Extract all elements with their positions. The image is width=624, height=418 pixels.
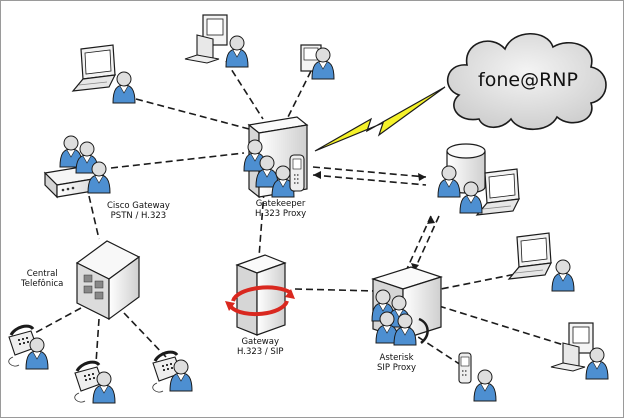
- gatekeeper-label-line1: Gatekeeper: [255, 199, 306, 209]
- person-icon: [225, 35, 249, 68]
- person-icon: [473, 369, 497, 402]
- sip-server-user-group: [437, 143, 520, 216]
- gateway-sip-node: [225, 254, 295, 336]
- mobile-phone-icon: [289, 154, 305, 192]
- person-icon: [551, 259, 575, 292]
- cloud-icon: fone@RNP: [446, 33, 607, 130]
- gateway-sip-label-line1: Gateway: [241, 337, 280, 347]
- phone-user-left: [7, 324, 49, 370]
- gatekeeper-node: [243, 116, 309, 199]
- handset-icon: [418, 317, 429, 344]
- gateway-icon: [235, 254, 287, 336]
- central-label-line2: Telefônica: [21, 279, 64, 289]
- asterisk-node: [371, 266, 443, 346]
- desktop-computer-icon: [184, 14, 228, 64]
- cisco-gateway-label: Cisco Gateway PSTN / H.323: [107, 201, 170, 221]
- central-label-line1: Central: [26, 269, 58, 279]
- laptop-user-top-left: [72, 44, 136, 104]
- central-label: Central Telefônica: [21, 269, 63, 289]
- cisco-gateway-label-line1: Cisco Gateway: [107, 201, 170, 211]
- server-icon: [75, 240, 141, 321]
- mobile-user: [458, 352, 497, 402]
- asterisk-label-line2: SIP Proxy: [377, 363, 417, 373]
- cloud-label: fone@RNP: [478, 69, 578, 91]
- cisco-gateway-label-line2: PSTN / H.323: [110, 211, 167, 221]
- connection-lines: [32, 60, 568, 370]
- gatekeeper-label: Gatekeeper H.323 Proxy: [255, 199, 306, 219]
- gatekeeper-label-line2: H.323 Proxy: [255, 209, 307, 219]
- mobile-phone-icon: [458, 352, 472, 384]
- phone-user-center: [73, 360, 116, 404]
- cisco-gateway-node: [43, 135, 111, 199]
- central-telefonica-node: [75, 240, 141, 321]
- desktop-computer-icon: [550, 322, 594, 372]
- phone-user-right: [151, 350, 193, 394]
- laptop-user-right: [508, 232, 575, 292]
- gateway-sip-label: Gateway H.323 / SIP: [237, 337, 283, 357]
- gateway-sip-label-line2: H.323 / SIP: [237, 347, 284, 357]
- lightning-icon: [314, 86, 446, 152]
- asterisk-label-line1: Asterisk: [379, 353, 414, 363]
- person-icon: [112, 71, 136, 104]
- desktop-user-top: [184, 14, 249, 68]
- laptop-icon: [508, 232, 552, 280]
- circular-arrow-icon: [225, 285, 295, 317]
- asterisk-label: Asterisk SIP Proxy: [377, 353, 416, 373]
- arrowheads: [313, 171, 435, 271]
- desktop-user-top-right: [300, 44, 335, 80]
- laptop-icon: [72, 44, 116, 92]
- desktop-user-bottom-right: [550, 322, 609, 380]
